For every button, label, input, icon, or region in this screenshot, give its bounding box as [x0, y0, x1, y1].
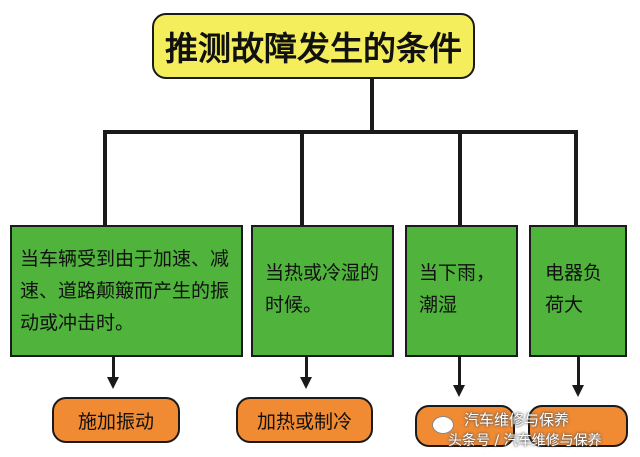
arrow-stem-3	[458, 357, 461, 387]
arrow-stem-4	[577, 357, 580, 387]
condition-text-vibration: 当车辆受到由于加速、减速、道路颠簸而产生的振动或冲击时。	[20, 248, 230, 334]
condition-box-rain: 当下雨，潮湿	[405, 225, 518, 357]
arrow-head-3	[453, 385, 465, 397]
diagram-title: 推测故障发生的条件	[152, 13, 475, 79]
drop-2	[300, 130, 304, 225]
result-box-vibration: 施加振动	[52, 397, 180, 443]
arrow-head-2	[300, 377, 312, 389]
watermark-bottom-text: 头条号 / 汽车维修与保养	[448, 433, 602, 449]
watermark-top-text: 汽车维修与保养	[464, 411, 570, 429]
arrow-head-1	[107, 377, 119, 389]
arrow-stem-1	[112, 357, 115, 379]
condition-box-heat-cold: 当热或冷湿的时候。	[251, 225, 394, 357]
drop-3	[458, 130, 462, 225]
result-box-load	[528, 405, 628, 447]
condition-box-vibration: 当车辆受到由于加速、减速、道路颠簸而产生的振动或冲击时。	[10, 225, 243, 357]
branch-bar	[103, 130, 578, 134]
condition-text-rain: 当下雨，潮湿	[419, 262, 496, 316]
title-stem	[370, 79, 374, 132]
result-box-heat-cold: 加热或制冷	[236, 397, 373, 443]
condition-box-load: 电器负荷大	[529, 225, 627, 357]
drop-4	[574, 130, 578, 225]
watermark-logo-icon	[432, 416, 454, 434]
arrow-stem-2	[305, 357, 308, 379]
drop-1	[103, 130, 107, 225]
condition-text-load: 电器负荷大	[545, 262, 603, 316]
condition-text-heat-cold: 当热或冷湿的时候。	[265, 262, 380, 316]
arrow-head-4	[572, 385, 584, 397]
result-box-rain	[415, 405, 515, 447]
